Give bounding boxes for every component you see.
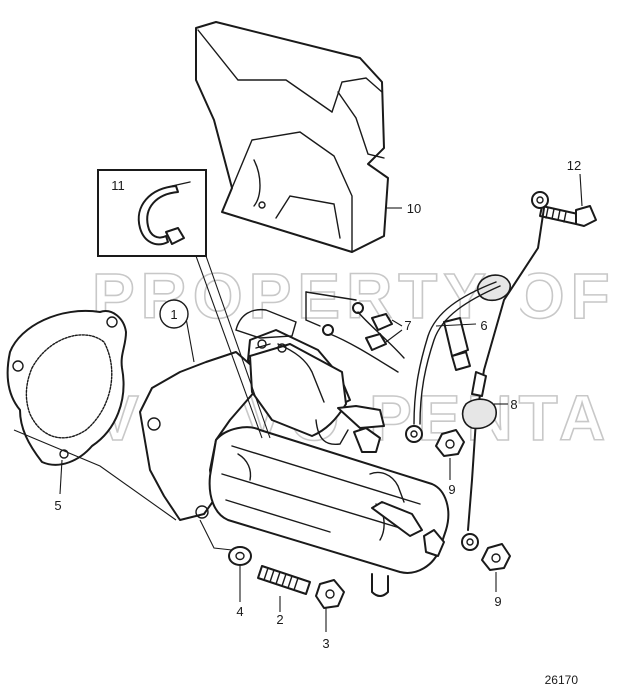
callout-9-lower: 9 xyxy=(494,594,501,609)
callout-8: 8 xyxy=(510,397,517,412)
callout-3: 3 xyxy=(322,636,329,651)
callout-2: 2 xyxy=(276,612,283,627)
callout-4: 4 xyxy=(236,604,243,619)
bolt-12 xyxy=(539,205,597,227)
callout-11: 11 xyxy=(111,178,125,193)
callout-6: 6 xyxy=(480,318,487,333)
part-7-set xyxy=(305,291,405,373)
starter-motor xyxy=(139,308,450,597)
cable-tie xyxy=(137,181,191,246)
reference-number: 26170 xyxy=(545,673,579,687)
callout-12: 12 xyxy=(567,158,581,173)
callout-10: 10 xyxy=(407,201,421,216)
callout-9-upper: 9 xyxy=(448,482,455,497)
nut-9-upper xyxy=(435,429,465,457)
nut-9-lower xyxy=(481,543,511,571)
callout-1: 1 xyxy=(170,307,177,322)
callout-1-circle xyxy=(159,299,189,329)
cable-6 xyxy=(405,281,501,443)
leader-lines xyxy=(13,173,583,632)
cable-8 xyxy=(461,191,549,551)
callout-labels: 1 2 3 4 5 6 7 8 9 9 10 11 12 xyxy=(54,158,581,651)
callout-7: 7 xyxy=(404,318,411,333)
nut-3 xyxy=(315,579,345,609)
washer-4 xyxy=(228,546,252,566)
stud-2 xyxy=(257,565,311,595)
callout-5: 5 xyxy=(54,498,61,513)
starter-cover xyxy=(195,21,389,253)
gasket xyxy=(6,309,127,466)
